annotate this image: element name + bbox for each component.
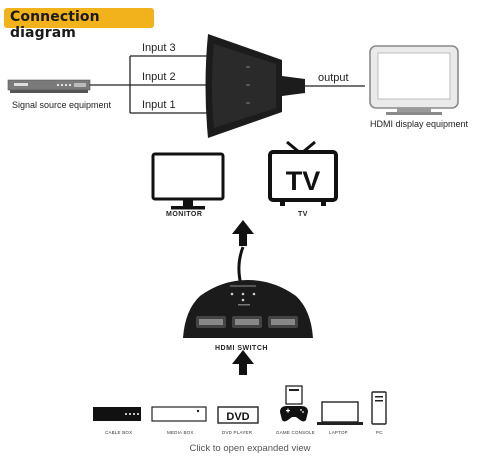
hdmi-display-icon [369,45,459,115]
up-arrow-icon [232,220,254,246]
tv-screen-text: TV [286,166,321,196]
connection-diagram [7,34,459,138]
tv-icon [268,140,338,206]
game-console-label: GAME CONSOLE [276,430,315,435]
switch-illustration: TV [151,140,338,375]
hdmi-display-label: HDMI display equipment [370,119,469,129]
page-title: Connection diagram [10,9,100,41]
laptop-icon [317,401,363,425]
media-box-icon [151,406,207,422]
game-console-icon [280,385,308,422]
pc-icon [371,391,387,425]
title-badge: Connection diagram [4,8,154,41]
signal-source-label: Signal source equipment [12,100,112,110]
monitor-icon [151,152,225,210]
up-arrow-icon [232,350,254,375]
pc-label: PC [376,430,383,435]
media-box-label: MEDIA BOX [167,430,194,435]
hdmi-switch-icon [183,280,313,338]
hdmi-switch-label: HDMI SWITCH [215,345,268,352]
switch-cable [237,246,245,286]
input-wires [90,55,208,114]
dvd-player-icon [217,406,259,424]
input-1-label: Input 1 [142,99,176,111]
expand-view-link[interactable]: Click to open expanded view [189,443,311,454]
input-3-label: Input 3 [142,42,176,54]
dvd-player-label: DVD PLAYER [222,430,253,435]
cable-box-icon [93,407,141,421]
source-devices-row: DVD [93,385,387,425]
switch-body-icon [205,34,282,138]
laptop-label: LAPTOP [329,430,348,435]
signal-source-device-icon [7,79,91,93]
output-label: output [318,72,349,84]
monitor-label: MONITOR [166,211,203,218]
tv-label: TV [298,211,308,218]
input-2-label: Input 2 [142,71,176,83]
dvd-glyph: DVD [226,411,249,423]
cable-box-label: CABLE BOX [105,430,133,435]
output-cable [282,76,365,96]
